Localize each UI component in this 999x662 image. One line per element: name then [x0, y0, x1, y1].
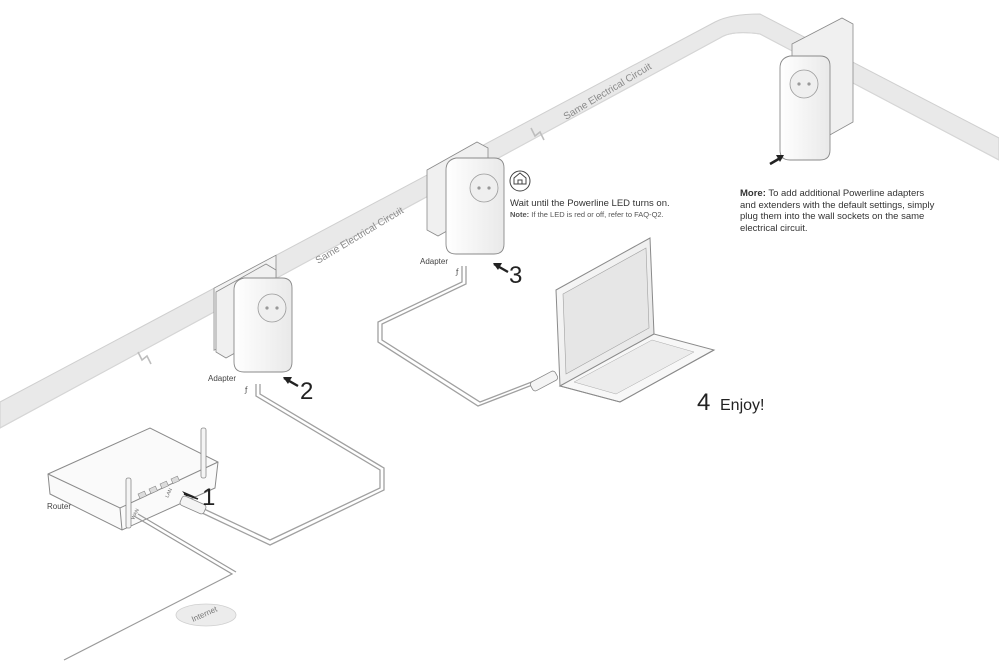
- power-symbol-1: [137, 351, 152, 365]
- adapter-1-label: Adapter: [208, 374, 236, 383]
- led-note-prefix: Note:: [510, 210, 530, 219]
- lan-port-label: LAN: [164, 487, 174, 499]
- more-info: More: To add additional Powerline adapte…: [740, 188, 940, 234]
- arrow-icon-step-2: [283, 376, 299, 388]
- powerline-adapter-1: [213, 254, 293, 373]
- internet-cable: [63, 513, 237, 661]
- power-symbol-2: [530, 127, 545, 141]
- router: [47, 427, 219, 531]
- router-label: Router: [47, 502, 71, 511]
- additional-powerline-adapter: [779, 17, 854, 161]
- internet-cloud: [175, 603, 237, 627]
- more-info-text: To add additional Powerline adapters and…: [740, 188, 935, 234]
- led-note: Note: If the LED is red or off, refer to…: [510, 210, 664, 219]
- cable-plug-2: [529, 370, 559, 392]
- step-2-number: 2: [300, 378, 313, 405]
- enjoy-text: Enjoy!: [720, 397, 764, 414]
- cable-plug-1: [179, 495, 207, 515]
- led-note-text: If the LED is red or off, refer to FAQ-Q…: [529, 210, 664, 219]
- step-3-number: 3: [509, 262, 522, 289]
- step-1-number: 1: [202, 484, 215, 511]
- house-icon: [509, 170, 531, 192]
- adapter-2-ethernet-icon: ƒ: [455, 268, 459, 276]
- adapter-2-label: Adapter: [420, 257, 448, 266]
- electrical-circuit-band: [0, 13, 999, 429]
- laptop: [555, 237, 716, 403]
- arrow-icon-step-3: [493, 262, 509, 274]
- adapter-1-ethernet-icon: ƒ: [244, 386, 248, 394]
- step-4-number: 4: [697, 389, 710, 416]
- arrow-icon-more: [769, 155, 784, 166]
- ethernet-cable-2: [377, 266, 543, 407]
- arrow-icon-step-1: [182, 491, 199, 500]
- powerline-adapter-2: [426, 141, 505, 255]
- circuit-label-2: Same Electrical Circuit: [562, 61, 654, 122]
- ethernet-cable-1: [199, 384, 385, 546]
- wan-port-label: WAN: [130, 508, 141, 521]
- more-info-prefix: More:: [740, 188, 766, 199]
- led-instruction: Wait until the Powerline LED turns on.: [510, 198, 670, 209]
